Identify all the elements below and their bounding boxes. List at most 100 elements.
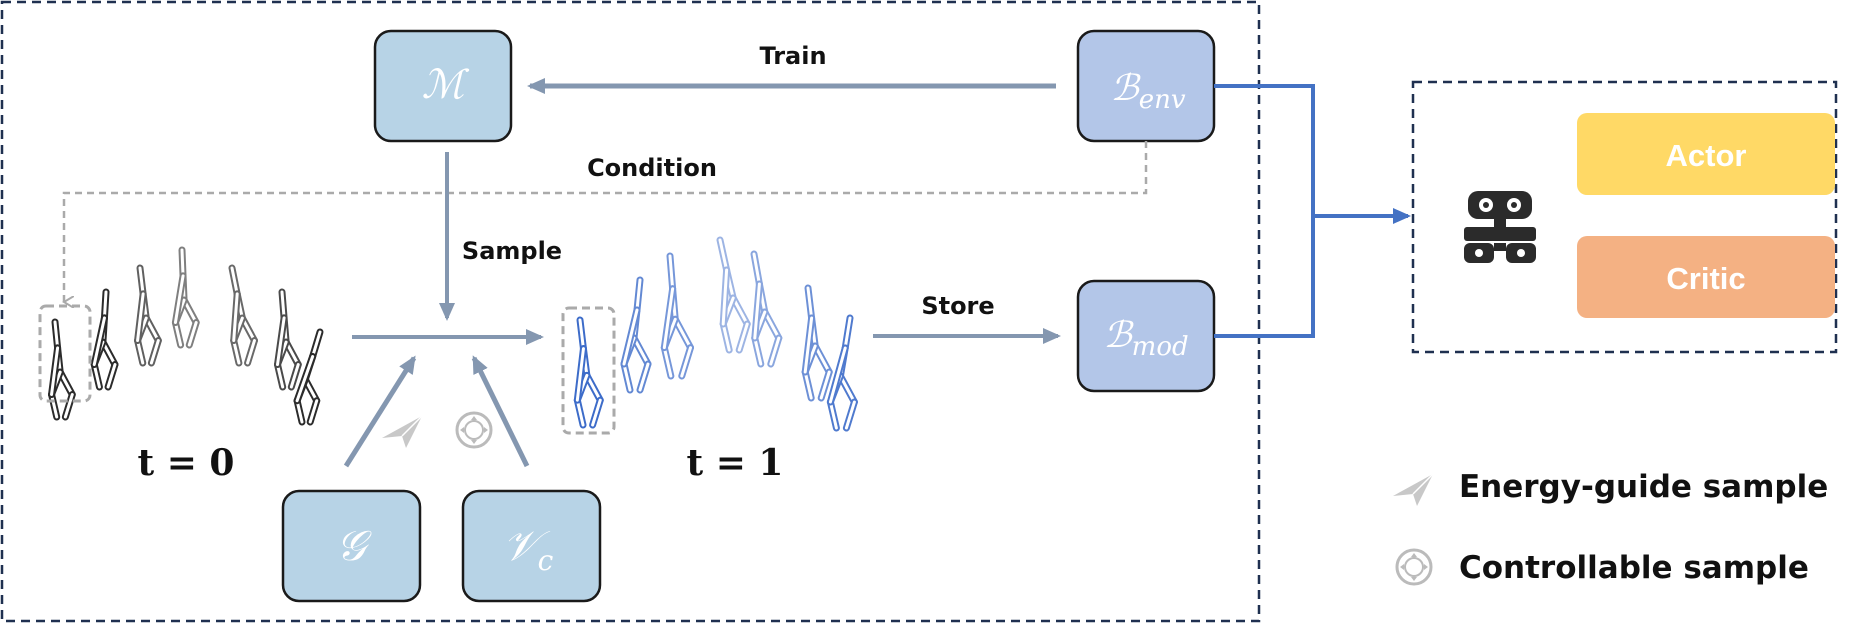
bone-inner (668, 254, 675, 291)
bone-inner (632, 336, 650, 366)
bone-inner (752, 252, 761, 286)
bone-inner (230, 266, 239, 296)
bone-inner (843, 316, 852, 350)
t0-label: t = 0 (138, 442, 235, 484)
bone-inner (136, 339, 145, 365)
bone-inner (828, 346, 847, 404)
paper-plane-icon (382, 415, 423, 448)
bone-inner (289, 363, 300, 389)
condition-label: Condition (587, 154, 717, 182)
bone-inner (731, 296, 749, 326)
bone-inner (92, 363, 101, 389)
skeleton-pose-blue-2 (660, 252, 695, 380)
bone-inner (180, 248, 185, 278)
bone-inner (295, 355, 315, 403)
value-symbol: 𝒱c (503, 521, 554, 577)
bone-inner (50, 393, 59, 419)
bone-inner (638, 362, 650, 392)
bone-inner (92, 316, 106, 367)
bone-inner (311, 330, 322, 359)
bone-inner (806, 286, 814, 320)
train-label: Train (759, 42, 826, 70)
skeleton-pose-dark-0 (48, 318, 76, 421)
bone-inner (232, 339, 241, 365)
bone-inner (246, 339, 256, 365)
skeleton-pose-dark-5 (274, 288, 302, 391)
skeleton-pose-dark-3 (171, 246, 200, 349)
bone-inner (106, 363, 117, 389)
bone-inner (575, 398, 585, 427)
skeleton-pose-blue-6 (826, 314, 858, 432)
skeleton-pose-dark-2 (134, 264, 162, 367)
main-frame (0, 0, 1261, 623)
critic-label: Critic (1666, 261, 1745, 296)
bone-inner (280, 290, 286, 320)
bone-inner (838, 374, 856, 404)
skeleton-pose-dark-6 (293, 328, 324, 426)
bone-inner (753, 282, 761, 340)
bone-inner (635, 278, 642, 312)
legend-control-label: Controllable sample (1459, 550, 1809, 586)
condition-path (64, 141, 1148, 302)
guide-node (281, 489, 422, 603)
buffer-mod-symbol: ℬmod (1103, 315, 1188, 362)
bone-inner (63, 393, 74, 419)
skeleton-pose-blue-4 (750, 250, 783, 368)
bone-inner (662, 346, 673, 378)
t1-label: t = 1 (687, 442, 784, 484)
bone-inner (187, 321, 198, 347)
actor-box (1577, 113, 1835, 195)
bone-inner (673, 317, 693, 350)
bone-inner (813, 344, 831, 374)
skeleton-pose-blue-0 (573, 316, 604, 429)
highlight-box-t0 (38, 304, 92, 403)
bone-inner (737, 322, 749, 352)
bone-inner (276, 363, 285, 389)
bone-inner (149, 339, 160, 365)
skeleton-pose-blue-5 (801, 284, 833, 402)
skeleton-sequence-t1 (573, 236, 858, 432)
value-arrow (471, 355, 530, 468)
bone-inner (828, 400, 838, 430)
mod-to-agent-link (1214, 216, 1315, 338)
skeleton-pose-dark-4 (228, 264, 258, 367)
highlight-box-t1 (561, 306, 616, 435)
model-node (373, 29, 513, 143)
bone-inner (50, 346, 60, 397)
value-node (461, 489, 602, 603)
bone-inner (585, 373, 602, 402)
legend-control-icon (1395, 548, 1433, 586)
bone-inner (819, 370, 831, 400)
model-symbol: ℳ (422, 62, 470, 108)
bone-inner (680, 346, 693, 378)
bone-inner (295, 399, 304, 424)
bone-inner (102, 290, 108, 320)
bone-inner (591, 398, 602, 427)
buffer-env-symbol: ℬenv (1110, 68, 1185, 115)
bone-inner (173, 321, 183, 347)
bone-inner (721, 268, 729, 326)
bone-inner (575, 347, 585, 402)
bone-inner (803, 316, 814, 374)
bone-inner (173, 274, 185, 325)
skeleton-pose-dark-1 (90, 288, 119, 391)
critic-box (1577, 236, 1835, 318)
env-to-agent-link (1214, 84, 1315, 216)
skeleton-pose-blue-1 (620, 276, 652, 394)
bone-inner (763, 310, 781, 340)
legend-paper-plane-icon (1393, 473, 1434, 506)
bone-inner (753, 336, 763, 366)
agent-frame (1411, 80, 1838, 354)
robot-icon (1464, 191, 1536, 263)
bone-inner (138, 266, 145, 296)
actor-label: Actor (1666, 138, 1747, 173)
bone-inner (662, 287, 675, 350)
bone-inner (622, 308, 639, 366)
bone-inner (718, 238, 729, 272)
bone-inner (769, 336, 781, 366)
bone-inner (844, 400, 856, 430)
bone-inner (721, 322, 731, 352)
guide-arrow (343, 355, 417, 468)
